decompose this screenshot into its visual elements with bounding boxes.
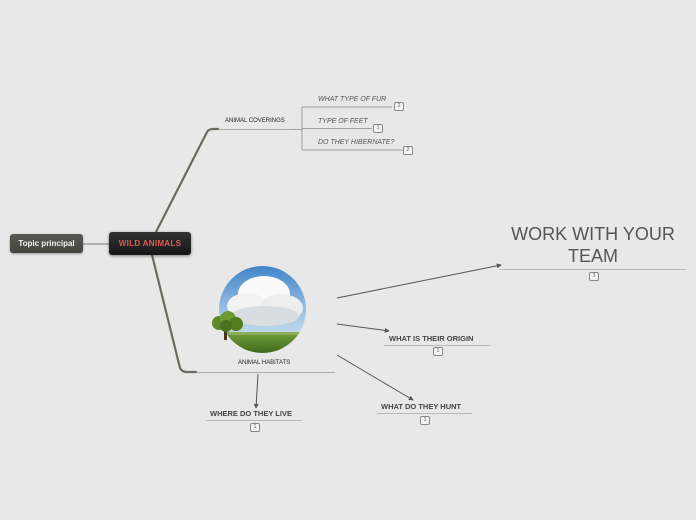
bracket-coverings (290, 106, 403, 151)
subtopic-fur[interactable]: WHAT TYPE OF FUR (318, 96, 387, 103)
topic-principal-node[interactable]: Topic principal (10, 234, 83, 253)
arrow-origin (336, 323, 390, 333)
habitat-image[interactable] (219, 266, 306, 353)
branch-coverings (154, 127, 220, 234)
work-with-team-node[interactable]: WORK WITH YOUR TEAM (511, 224, 675, 266)
badge-origin: 1 (433, 347, 443, 356)
arrow-live (253, 373, 259, 409)
badge-hunt: 1 (420, 416, 430, 425)
badge-team: 3 (589, 272, 599, 281)
origin-node[interactable]: WHAT IS THEIR ORIGIN (389, 334, 474, 343)
badge-fur: 2 (394, 102, 404, 111)
badge-live: 1 (250, 423, 260, 432)
subtopic-feet[interactable]: TYPE OF FEET (318, 118, 368, 125)
tree-icon (212, 311, 243, 340)
branch-habitats (150, 253, 198, 374)
live-node[interactable]: WHERE DO THEY LIVE (210, 409, 292, 418)
badge-hibernate: 2 (403, 146, 413, 155)
arrow-team (336, 263, 502, 299)
badge-feet: 1 (373, 124, 383, 133)
topic-principal-label: Topic principal (18, 239, 75, 248)
wild-animals-node[interactable]: WILD ANIMALS (109, 232, 191, 255)
animal-habitats-label[interactable]: ANIMAL HABITATS (238, 360, 291, 366)
animal-coverings-label[interactable]: ANIMAL COVERINGS (225, 118, 285, 124)
subtopic-hibernate[interactable]: DO THEY HIBERNATE? (318, 139, 395, 146)
arrow-hunt (336, 354, 414, 401)
wild-animals-label: WILD ANIMALS (118, 239, 182, 248)
landscape-picture (219, 266, 306, 353)
hunt-node[interactable]: WHAT DO THEY HUNT (381, 402, 462, 411)
